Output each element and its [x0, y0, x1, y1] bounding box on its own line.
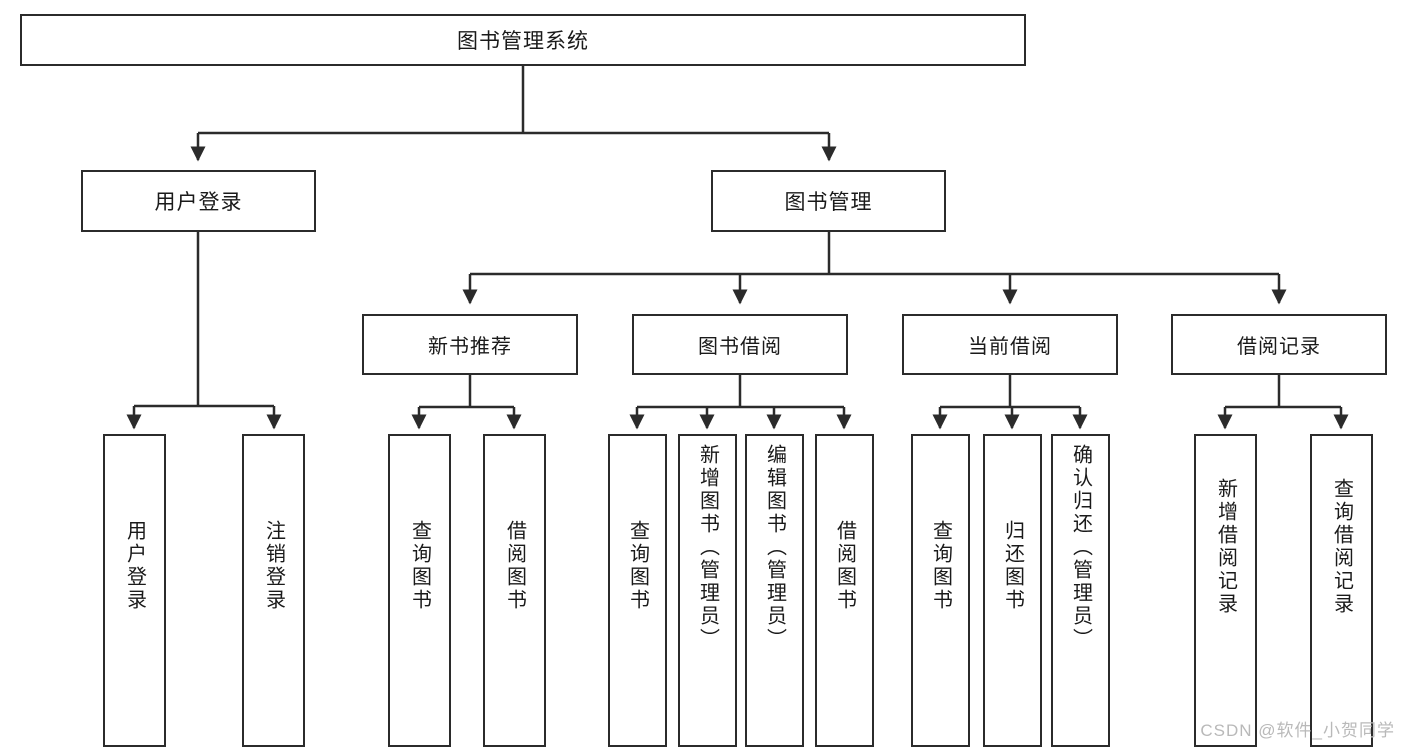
node-new-book-recommend[interactable]: 新书推荐 — [362, 314, 578, 375]
node-user-login-label: 用户登录 — [154, 191, 243, 214]
node-leaf-borrow-book[interactable]: 借阅图书 — [815, 434, 874, 747]
watermark: CSDN @软件_小贺同学 — [1200, 721, 1395, 740]
node-current-borrow[interactable]: 当前借阅 — [902, 314, 1118, 375]
node-current-borrow-label: 当前借阅 — [968, 336, 1052, 358]
node-book-manage-label: 图书管理 — [784, 191, 873, 214]
node-leaf-query-book-cur-label: 查询图书 — [929, 520, 952, 612]
node-leaf-query-book-rec[interactable]: 查询图书 — [388, 434, 451, 747]
node-leaf-query-book-borrow[interactable]: 查询图书 — [608, 434, 667, 747]
node-root-label: 图书管理系统 — [457, 30, 589, 53]
node-leaf-borrow-book-rec-label: 借阅图书 — [503, 520, 526, 612]
node-root[interactable]: 图书管理系统 — [20, 14, 1026, 66]
node-borrow-record[interactable]: 借阅记录 — [1171, 314, 1387, 375]
node-leaf-return-book[interactable]: 归还图书 — [983, 434, 1042, 747]
node-leaf-user-logout-label: 注销登录 — [262, 520, 285, 612]
node-leaf-user-login[interactable]: 用户登录 — [103, 434, 166, 747]
node-leaf-confirm-return-admin-label: 确认归还（管理员） — [1069, 444, 1092, 651]
node-leaf-query-book-rec-label: 查询图书 — [408, 520, 431, 612]
node-leaf-return-book-label: 归还图书 — [1001, 520, 1024, 612]
node-leaf-edit-book-admin[interactable]: 编辑图书（管理员） — [745, 434, 804, 747]
node-leaf-query-book-borrow-label: 查询图书 — [626, 520, 649, 612]
node-leaf-borrow-book-rec[interactable]: 借阅图书 — [483, 434, 546, 747]
node-leaf-edit-book-admin-label: 编辑图书（管理员） — [763, 444, 786, 651]
node-user-login[interactable]: 用户登录 — [81, 170, 316, 232]
node-leaf-user-logout[interactable]: 注销登录 — [242, 434, 305, 747]
node-leaf-add-book-admin-label: 新增图书（管理员） — [696, 444, 719, 651]
node-leaf-query-book-cur[interactable]: 查询图书 — [911, 434, 970, 747]
node-book-borrow[interactable]: 图书借阅 — [632, 314, 848, 375]
node-leaf-user-login-label: 用户登录 — [123, 520, 146, 612]
node-leaf-add-borrow-record[interactable]: 新增借阅记录 — [1194, 434, 1257, 747]
node-book-borrow-label: 图书借阅 — [698, 336, 782, 358]
node-book-manage[interactable]: 图书管理 — [711, 170, 946, 232]
node-leaf-add-borrow-record-label: 新增借阅记录 — [1214, 478, 1237, 616]
node-leaf-add-book-admin[interactable]: 新增图书（管理员） — [678, 434, 737, 747]
node-leaf-borrow-book-label: 借阅图书 — [833, 520, 856, 612]
node-leaf-query-borrow-record[interactable]: 查询借阅记录 — [1310, 434, 1373, 747]
node-leaf-confirm-return-admin[interactable]: 确认归还（管理员） — [1051, 434, 1110, 747]
node-borrow-record-label: 借阅记录 — [1237, 336, 1321, 358]
node-leaf-query-borrow-record-label: 查询借阅记录 — [1330, 478, 1353, 616]
node-new-book-recommend-label: 新书推荐 — [428, 336, 512, 358]
